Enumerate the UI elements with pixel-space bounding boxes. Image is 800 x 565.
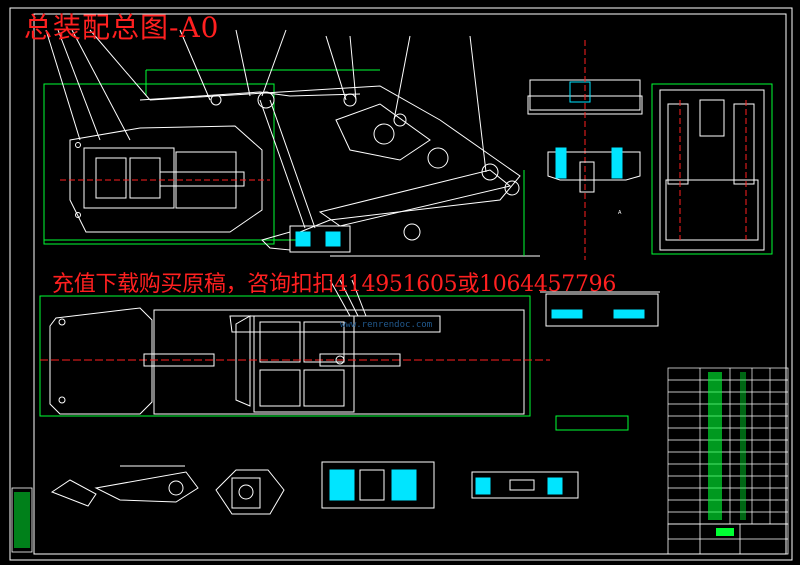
parts-list [667,367,789,525]
front-elevation-view [43,29,540,257]
svg-text:A: A [618,210,622,216]
drawing-title: 总装配总图-A0 [24,11,220,44]
inner-frame [33,13,787,555]
detail-views [50,415,629,515]
title-block [11,487,789,555]
side-view: A [527,40,773,327]
drawing-border [9,7,793,561]
plan-view [39,279,550,417]
promo-banner: 充值下载购买原稿，咨询扣扣414951605或1064457796 [52,272,617,297]
watermark: www.renrendoc.com [340,320,433,330]
